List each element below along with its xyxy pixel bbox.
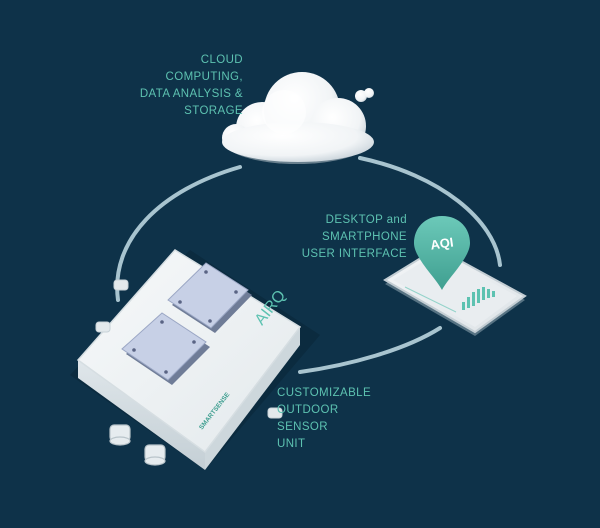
cloud-label-line: CLOUD	[200, 54, 243, 66]
cloud-label-line: STORAGE	[184, 105, 243, 117]
cable-glands	[109, 424, 166, 466]
phone-chart-icon	[462, 287, 495, 310]
sensor-plate-bottom	[121, 312, 210, 385]
sensor-plate-top	[167, 262, 252, 333]
sensor-label-line: UNIT	[277, 438, 306, 450]
cloud-label-line: DATA ANALYSIS &	[139, 88, 243, 100]
sensor-label-line: CUSTOMIZABLE	[277, 387, 372, 399]
orbit-arc-right	[358, 156, 502, 267]
phone-label-line: SMARTPHONE	[322, 231, 407, 243]
orbit-arc-bottom	[298, 326, 442, 374]
sensor-label-line: SENSOR	[277, 421, 328, 433]
cloud-icon	[222, 72, 374, 164]
cloud-label-line: COMPUTING,	[165, 71, 243, 83]
cloud-computing-label: CLOUD COMPUTING, DATA ANALYSIS & STORAGE	[140, 52, 243, 120]
phone-label-line: DESKTOP and	[325, 214, 407, 226]
aqi-pin-icon: AQI	[414, 216, 470, 290]
sensor-unit-label: CUSTOMIZABLE OUTDOOR SENSOR UNIT	[277, 385, 371, 453]
aqi-pin-text: AQI	[429, 234, 454, 252]
orbit-arc-left	[115, 165, 242, 302]
orbit-ring	[115, 156, 502, 374]
smartphone-icon	[383, 246, 527, 336]
sensor-label-line: OUTDOOR	[277, 404, 339, 416]
phone-label-line: USER INTERFACE	[301, 248, 407, 260]
user-interface-label: DESKTOP and SMARTPHONE USER INTERFACE	[302, 212, 407, 263]
sensor-device: AIRQ SMARTSENSE	[70, 249, 320, 470]
